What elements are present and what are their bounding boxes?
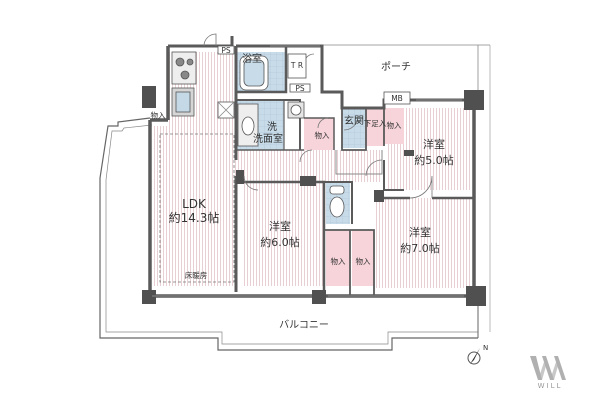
compass: N [467, 344, 488, 365]
storage-label-c: 物入 [387, 120, 402, 130]
floor-heating-area [159, 133, 235, 283]
porch-label: ポーチ [381, 61, 411, 73]
ldk-floor [152, 126, 236, 286]
ldk-size: 約14.3帖 [169, 210, 220, 225]
columns [142, 86, 486, 306]
storage-label-hall: 物入 [315, 130, 330, 140]
ps-box-kitchen [217, 45, 235, 55]
fixtures [171, 45, 411, 218]
tr-label: T R [290, 61, 303, 70]
labels: LDK 約14.3帖 床暖房 洋室 約6.0帖 洋室 約7.0帖 洋室 約5.0… [151, 46, 454, 331]
bedroom-c-size: 約5.0帖 [414, 153, 454, 167]
compass-north-label: N [483, 344, 488, 352]
bedroom-a-size: 約6.0帖 [260, 235, 300, 249]
bedroom-b-floor [374, 198, 470, 288]
floor-heating-label: 床暖房 [185, 270, 208, 280]
brand-logo-icon [530, 356, 566, 380]
bedroom-a-floor [242, 182, 324, 286]
mb-box [383, 91, 411, 105]
entrance-label: 玄関 [344, 114, 364, 127]
ps-label-kitchen: PS [221, 46, 231, 55]
washroom-label-1: 洗 [267, 121, 277, 133]
shoe-storage-floor [366, 108, 384, 146]
bedroom-a-name: 洋室 [269, 219, 291, 233]
storage-floor-c [384, 108, 404, 144]
entrance-floor [342, 108, 366, 148]
bedroom-b-name: 洋室 [409, 225, 431, 239]
tr-box [287, 53, 307, 79]
shoe-storage-label: 下足入 [364, 119, 387, 128]
balcony [99, 44, 491, 351]
ps-label-bath: PS [295, 84, 305, 93]
storage-label-ldk: 物入 [151, 110, 166, 120]
door-swings [203, 33, 433, 199]
ldk-name: LDK [182, 197, 207, 211]
balcony-label: バルコニー [279, 319, 329, 331]
bedroom-c-name: 洋室 [423, 137, 445, 151]
toilet [329, 185, 345, 195]
washroom-label: 洗面室 [253, 132, 283, 145]
north-arrow-icon [470, 348, 480, 364]
brand-name: WILL [537, 382, 563, 390]
storage-floor-a [326, 230, 350, 286]
bath-label: 浴室 [242, 52, 262, 65]
ps-box-bath [289, 83, 311, 93]
compass-ring [467, 351, 481, 365]
mb-label: MB [391, 94, 403, 103]
storage-label-b: 物入 [356, 256, 371, 266]
storage-floor-b [352, 230, 374, 286]
storage-label-a: 物入 [331, 256, 346, 266]
bedroom-b-size: 約7.0帖 [400, 241, 440, 255]
windows [152, 45, 464, 297]
